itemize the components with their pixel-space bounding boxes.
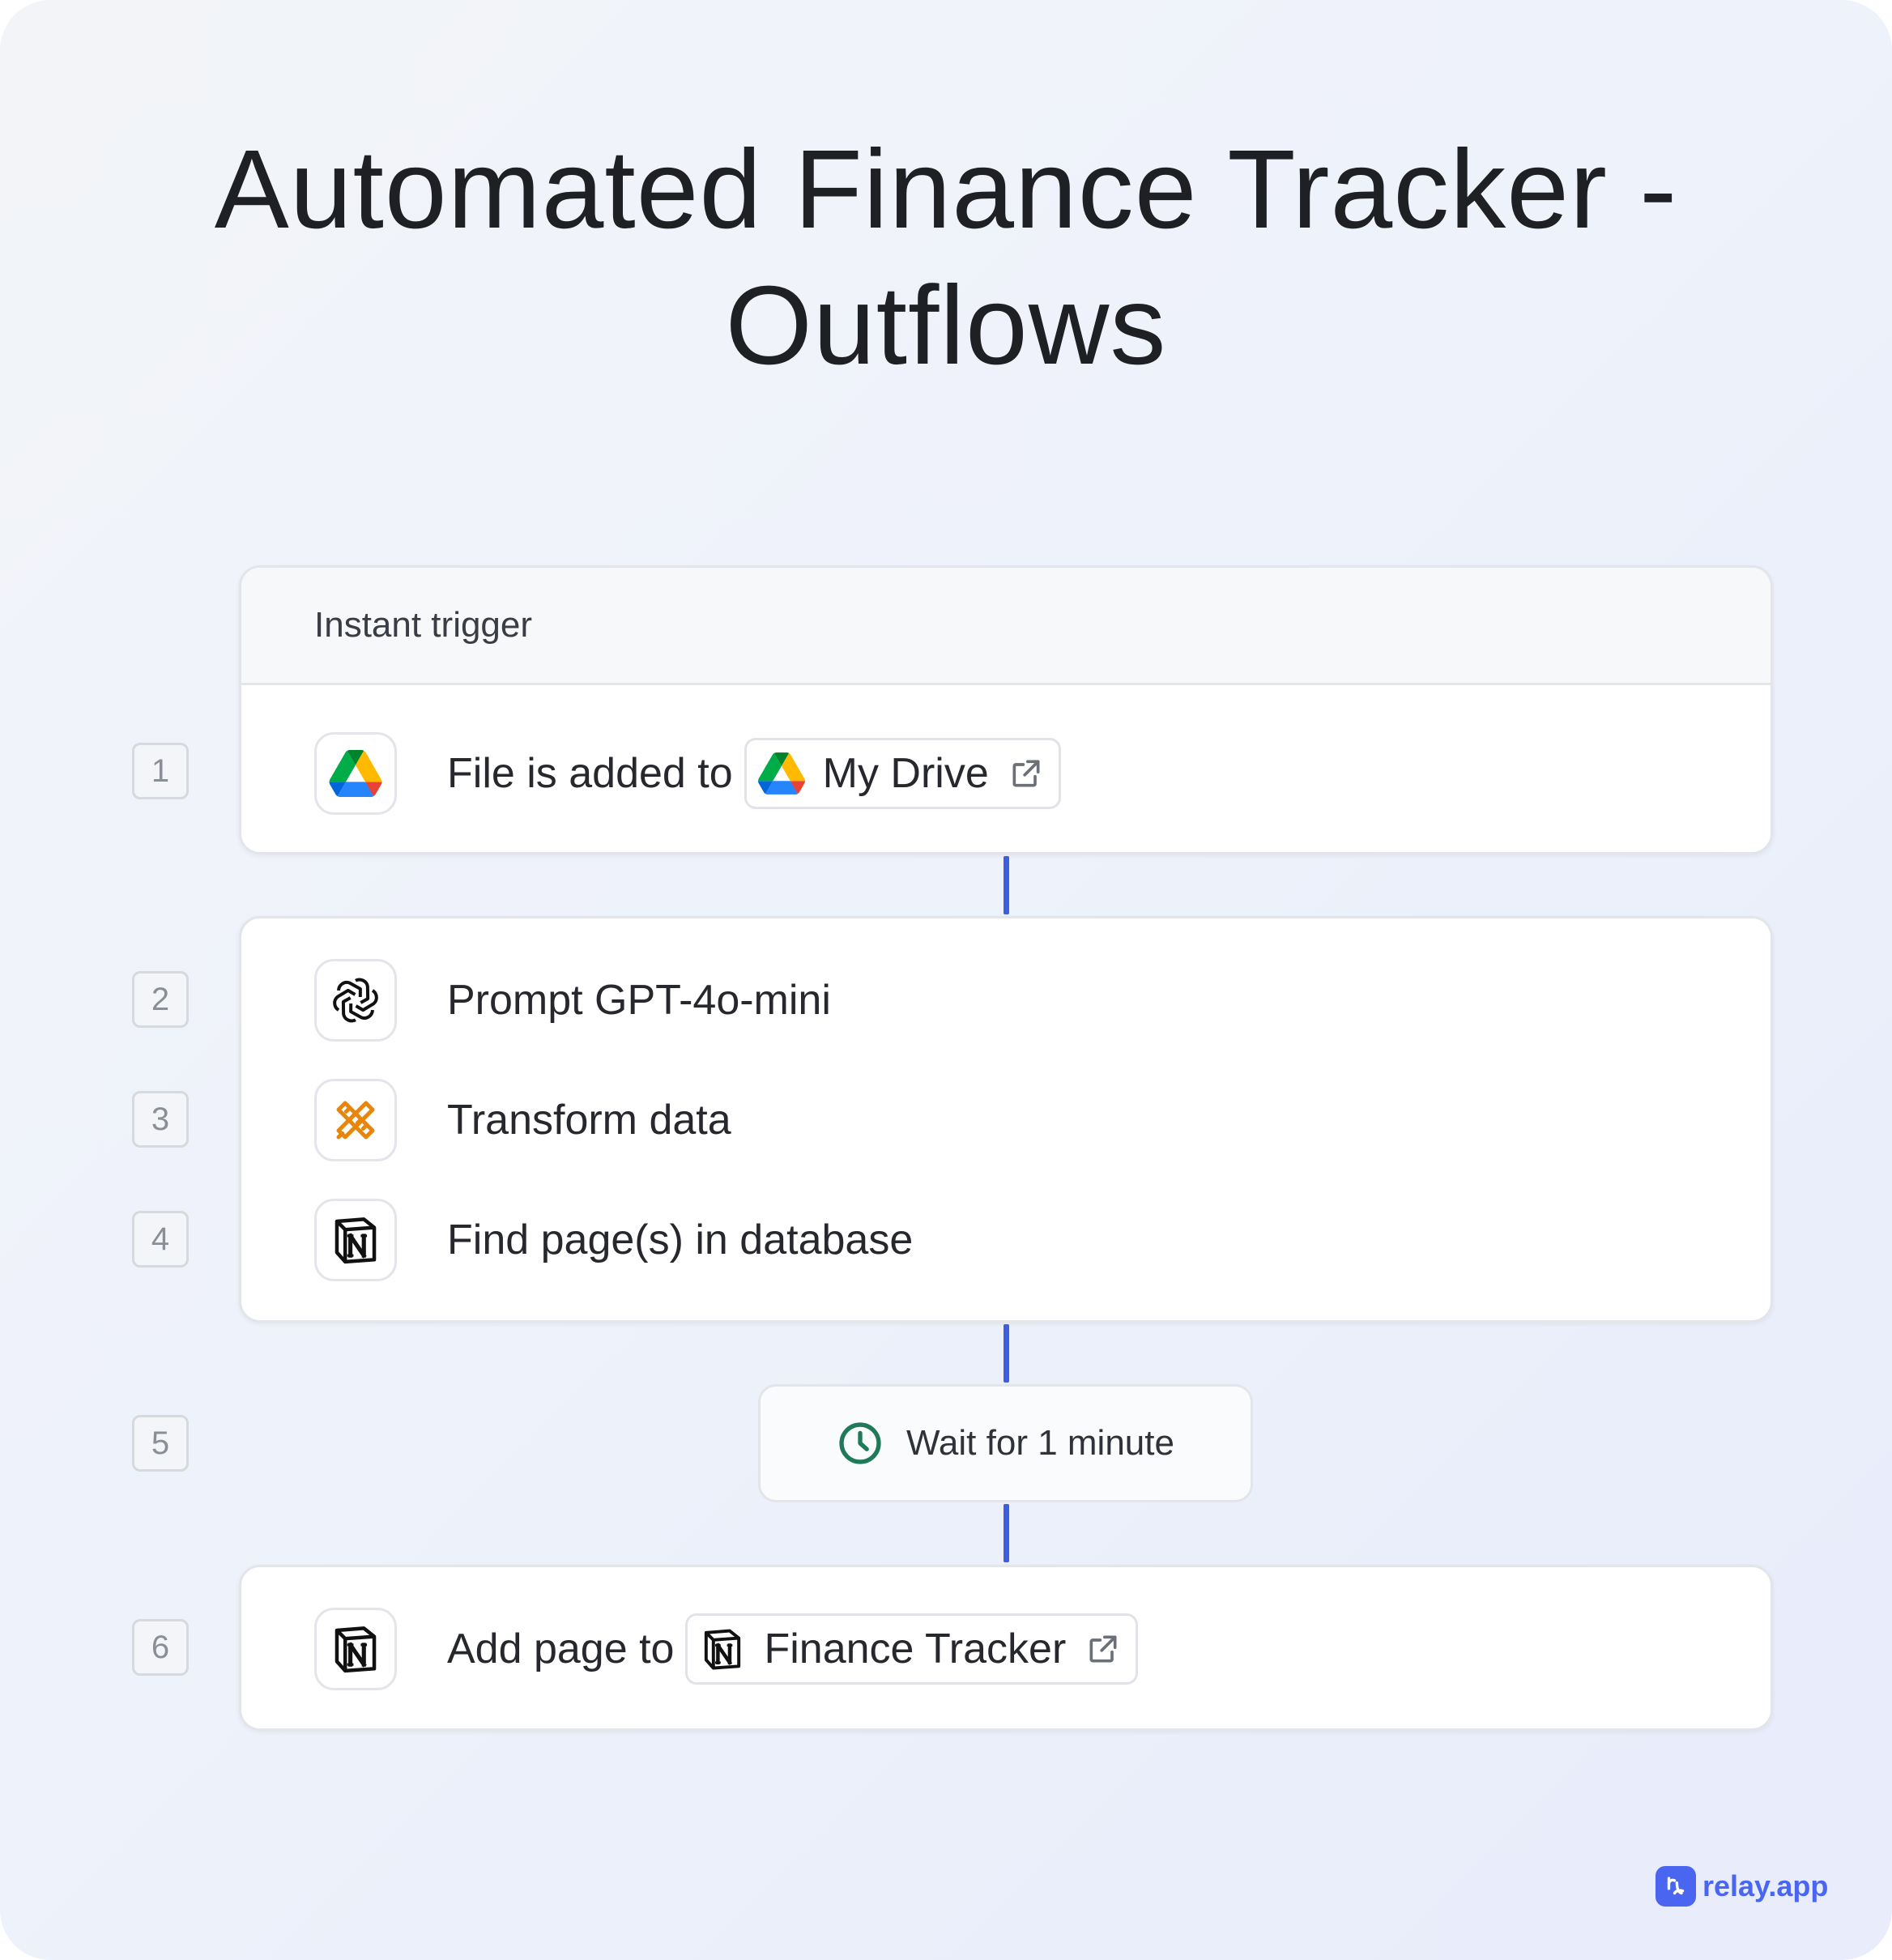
step-1-text: File is added to: [447, 750, 733, 797]
step-number-1: 1: [132, 743, 189, 799]
external-link-icon[interactable]: [1007, 754, 1046, 793]
finance-tracker-chip[interactable]: Finance Tracker: [685, 1613, 1139, 1685]
my-drive-label: My Drive: [822, 750, 989, 797]
actions-card[interactable]: Prompt GPT-4o-mini Transform data: [239, 916, 1773, 1323]
google-drive-icon: [756, 748, 807, 799]
step-row-3[interactable]: Transform data: [314, 1079, 731, 1161]
clock-icon: [837, 1420, 884, 1467]
openai-icon: [314, 959, 397, 1042]
step-number-5: 5: [132, 1415, 189, 1472]
connector-line-1: [1004, 856, 1009, 914]
trigger-card[interactable]: Instant trigger File is added to: [239, 565, 1773, 854]
step-number-6: 6: [132, 1619, 189, 1676]
notion-icon: [314, 1199, 397, 1281]
step-row-2[interactable]: Prompt GPT-4o-mini: [314, 959, 831, 1042]
connector-line-3: [1004, 1504, 1009, 1562]
step-3-text: Transform data: [447, 1097, 731, 1144]
add-page-card[interactable]: Add page to Finance Tracker: [239, 1565, 1773, 1731]
google-drive-icon: [314, 732, 397, 815]
brand-name: relay.app: [1702, 1869, 1829, 1902]
trigger-header: Instant trigger: [241, 568, 1771, 685]
step-row-1[interactable]: File is added to My Drive: [314, 732, 1061, 815]
brand-watermark[interactable]: relay.app: [1656, 1866, 1828, 1907]
page-title: Automated Finance Tracker - Outflows: [0, 121, 1892, 394]
title-line-1: Automated Finance Tracker -: [214, 127, 1678, 252]
step-row-4[interactable]: Find page(s) in database: [314, 1199, 913, 1281]
step-number-3: 3: [132, 1091, 189, 1148]
title-line-2: Outflows: [725, 263, 1167, 388]
wait-step[interactable]: Wait for 1 minute: [758, 1384, 1253, 1502]
transform-data-icon: [314, 1079, 397, 1161]
wait-label: Wait for 1 minute: [906, 1423, 1174, 1463]
finance-tracker-label: Finance Tracker: [764, 1626, 1067, 1672]
connector-line-2: [1004, 1324, 1009, 1383]
step-2-text: Prompt GPT-4o-mini: [447, 977, 831, 1024]
notion-icon: [314, 1608, 397, 1690]
step-4-text: Find page(s) in database: [447, 1216, 914, 1263]
relay-logo-icon: [1656, 1866, 1696, 1907]
external-link-icon[interactable]: [1084, 1630, 1123, 1668]
step-number-2: 2: [132, 971, 189, 1028]
step-row-6[interactable]: Add page to Finance Tracker: [314, 1608, 1139, 1690]
step-number-4: 4: [132, 1211, 189, 1268]
my-drive-chip[interactable]: My Drive: [744, 738, 1061, 809]
notion-icon: [697, 1624, 748, 1674]
step-6-text: Add page to: [447, 1626, 675, 1672]
